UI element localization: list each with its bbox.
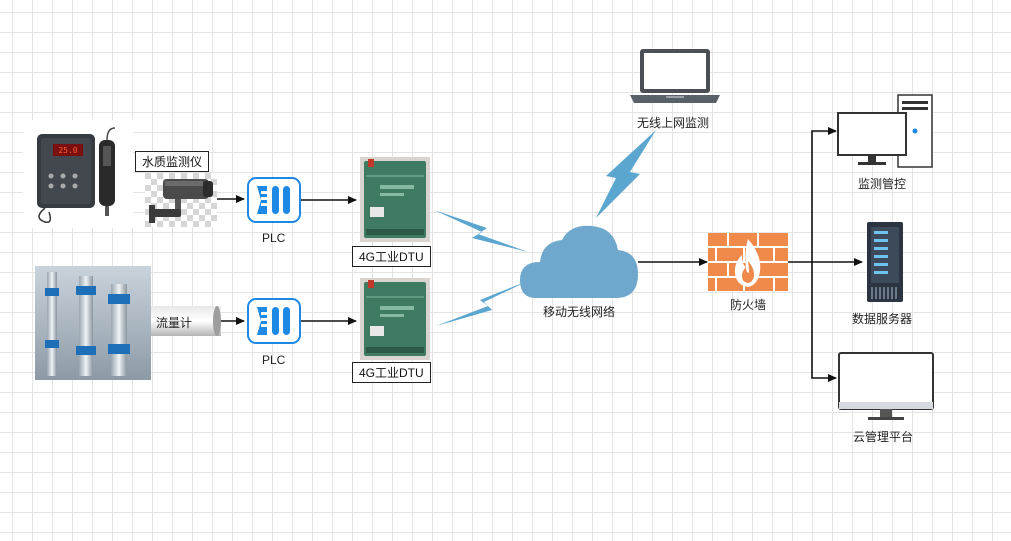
cloud-platform-label: 云管理平台: [853, 430, 914, 444]
monitor-screen-icon: [838, 352, 934, 429]
server-icon: [866, 221, 904, 308]
link-to-cloud-platform: [811, 262, 837, 382]
camera-icon: [145, 173, 217, 227]
water-quality-meter-photo: 25.0: [23, 120, 133, 228]
network-label: 移动无线网络: [543, 305, 616, 319]
cloud-icon: [518, 222, 640, 305]
water-quality-label: 水质监测仪: [135, 151, 210, 172]
laptop-icon: [628, 47, 722, 110]
flowmeter-label: 流量计: [156, 316, 193, 330]
plc-icon: [247, 298, 301, 349]
flowmeter-photo: [35, 266, 151, 380]
wireless-lightning-icon: [432, 200, 532, 265]
dtu-device-icon: [360, 278, 430, 360]
link-to-monitor: [811, 127, 837, 262]
plc1-label: PLC: [262, 231, 286, 245]
dtu1-label: 4G工业DTU: [352, 246, 431, 267]
meter-reading: 25.0: [58, 146, 77, 155]
plc2-label: PLC: [262, 353, 286, 367]
desktop-computer-icon: [836, 93, 936, 174]
wireless-monitor-label: 无线上网监测: [637, 116, 710, 130]
dtu-device-icon: [360, 157, 430, 242]
flowmeter-label-bg: [151, 306, 221, 336]
data-server-label: 数据服务器: [852, 312, 913, 326]
firewall-icon: [708, 233, 788, 296]
monitor-control-label: 监测管控: [858, 177, 907, 191]
dtu2-label: 4G工业DTU: [352, 362, 431, 383]
wireless-lightning-icon: [590, 128, 660, 225]
firewall-label: 防火墙: [730, 298, 767, 312]
plc-icon: [247, 177, 301, 228]
